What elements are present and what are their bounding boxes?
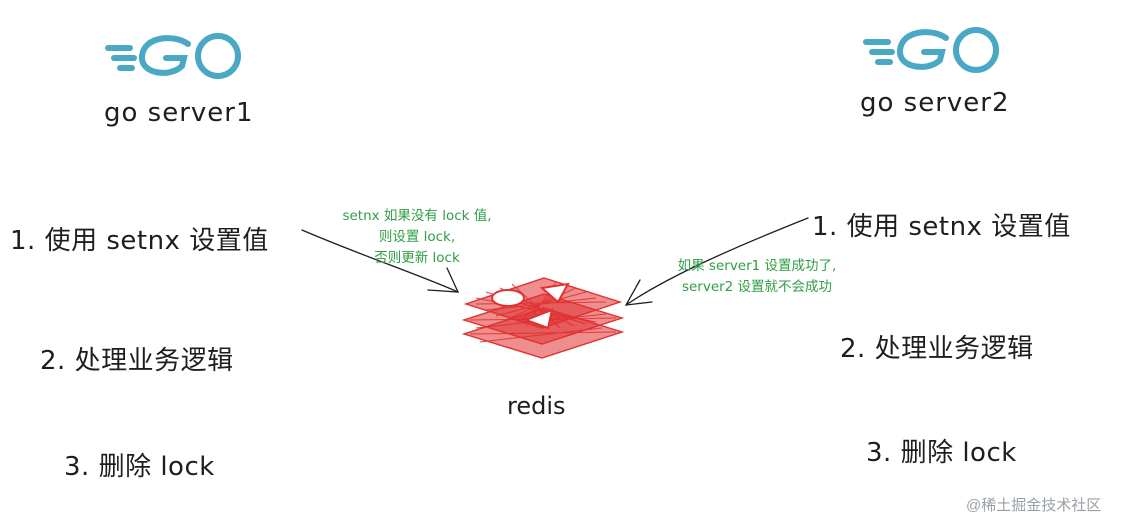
go-logo-right (862, 24, 1008, 80)
arrow-left-to-redis (301, 229, 459, 293)
redis-stack-icon (461, 277, 625, 359)
left-step-1: 1. 使用 setnx 设置值 (10, 226, 269, 256)
watermark: @稀土掘金技术社区 (966, 497, 1102, 514)
right-step-2: 2. 处理业务逻辑 (840, 334, 1034, 364)
note-right-line-1: 如果 server1 设置成功了, (677, 258, 837, 274)
right-step-3: 3. 删除 lock (866, 438, 1017, 468)
go-logo-icon (863, 27, 999, 73)
note-left-line-3: 否则更新 lock (374, 250, 460, 266)
arrow-left-head (427, 267, 460, 293)
redis-label: redis (507, 392, 566, 420)
note-left-line-1: setnx 如果没有 lock 值, (342, 208, 492, 224)
left-step-2: 2. 处理业务逻辑 (40, 346, 234, 376)
note-left-line-2: 则设置 lock, (378, 229, 456, 245)
left-step-3: 3. 删除 lock (64, 452, 215, 482)
go-logo-left (104, 30, 250, 86)
arrow-right-to-redis (625, 217, 809, 306)
go-logo-icon (105, 33, 241, 79)
note-right: 如果 server1 设置成功了, server2 设置就不会成功 (654, 256, 860, 298)
server-label-right: go server2 (860, 88, 1010, 118)
right-step-1: 1. 使用 setnx 设置值 (812, 212, 1071, 242)
redis-logo (456, 258, 630, 372)
server-label-left: go server1 (104, 98, 254, 128)
arrow-right-head (624, 279, 653, 306)
note-left: setnx 如果没有 lock 值, 则设置 lock, 否则更新 lock (318, 206, 516, 269)
note-right-line-2: server2 设置就不会成功 (681, 279, 833, 295)
